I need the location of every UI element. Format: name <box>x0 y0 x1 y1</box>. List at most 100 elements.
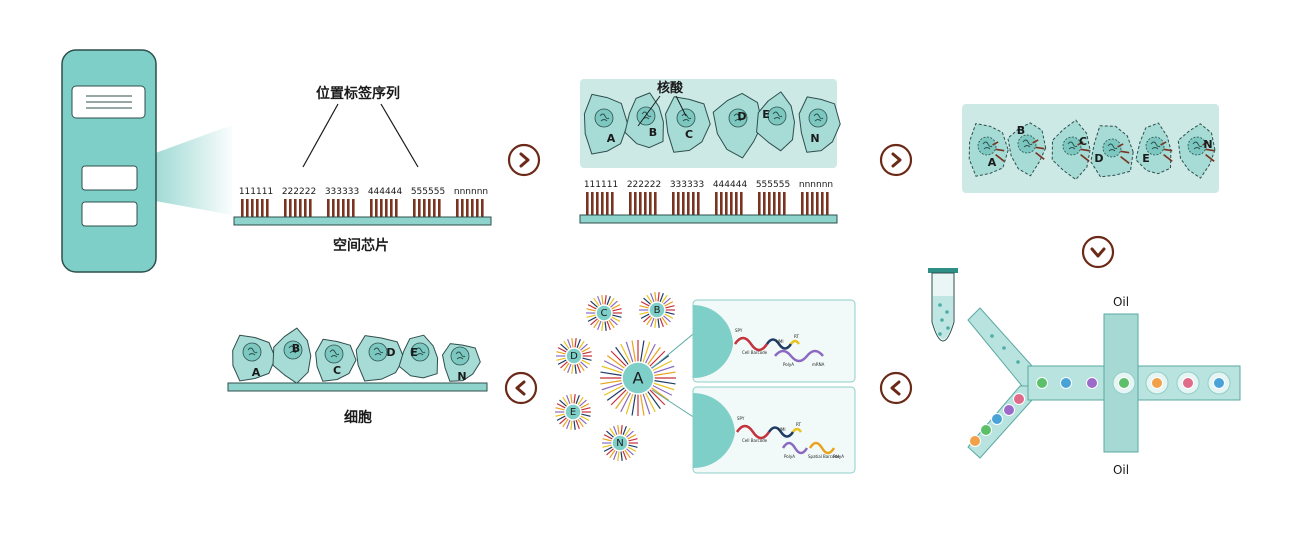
cell-C: C <box>1051 119 1091 180</box>
cell-label: N <box>810 132 819 145</box>
probe-strand <box>763 192 766 215</box>
probe-strand <box>390 199 393 217</box>
probe-strand <box>256 199 259 217</box>
cell-label: C <box>685 128 693 141</box>
probe-strand <box>801 192 804 215</box>
svg-text:SPY: SPY <box>735 328 743 333</box>
cell-D: D <box>1090 125 1134 178</box>
probe-strand <box>251 199 254 217</box>
slide-base <box>227 382 488 392</box>
cell-label: E <box>410 346 418 359</box>
probe-strand <box>611 192 614 215</box>
probe-strand <box>375 199 378 217</box>
cell-E: E <box>1135 122 1173 175</box>
cell-B: B <box>1007 122 1047 177</box>
bead-E: E <box>555 394 591 430</box>
cell-label: B <box>292 342 300 355</box>
probe-strand <box>687 192 690 215</box>
probe-strand <box>826 192 829 215</box>
probe-strand <box>649 192 652 215</box>
probe-strand <box>246 199 249 217</box>
probe-strand <box>773 192 776 215</box>
probe-strand <box>720 192 723 215</box>
probe-strand <box>682 192 685 215</box>
probe-strand <box>433 199 436 217</box>
cell-A: A <box>968 123 1009 177</box>
cell-C: C <box>665 96 711 153</box>
probe-strand <box>601 192 604 215</box>
bead <box>1086 377 1098 389</box>
cell-label: A <box>607 132 616 145</box>
bead <box>1213 377 1225 389</box>
probe-strand <box>654 192 657 215</box>
probe-strand <box>289 199 292 217</box>
probe-strand <box>423 199 426 217</box>
probe-strand <box>241 199 244 217</box>
probe-strand <box>466 199 469 217</box>
probe-strand <box>639 192 642 215</box>
chevron-right-icon[interactable] <box>879 143 913 177</box>
bead-label: D <box>570 351 578 362</box>
probe-strand <box>471 199 474 217</box>
probe-strand <box>352 199 355 217</box>
chevron-left-icon[interactable] <box>879 371 913 405</box>
cell-D: D <box>712 92 763 159</box>
sequencing-device <box>61 49 232 273</box>
cell-B: B <box>272 327 312 384</box>
svg-text:SPY: SPY <box>737 416 745 421</box>
cell-E: E <box>398 334 439 379</box>
probe-strand <box>672 192 675 215</box>
svg-text:UMI: UMI <box>778 427 786 432</box>
probe-array <box>586 192 829 215</box>
probe-strand <box>261 199 264 217</box>
cell-B: B <box>624 92 664 149</box>
probe-strand <box>697 192 700 215</box>
probe-strand <box>634 192 637 215</box>
probe-strand <box>758 192 761 215</box>
bead-zoom-spatial: SPY Cell Barcode UMI RT PolyA Spatial Ba… <box>692 386 856 474</box>
microfluidic-panel: Oil Oil <box>928 268 1241 477</box>
chevron-right-icon[interactable] <box>507 143 541 177</box>
cell-label: B <box>1017 124 1025 137</box>
cell-label: E <box>1142 152 1150 165</box>
svg-text:mRNA: mRNA <box>812 362 825 367</box>
chevron-left-icon[interactable] <box>504 371 538 405</box>
probe-strand <box>821 192 824 215</box>
bead-N: N <box>602 425 638 461</box>
svg-text:PolyA: PolyA <box>783 362 794 367</box>
probe-strand <box>309 199 312 217</box>
bead-D: D <box>556 338 592 374</box>
cell-label: E <box>762 108 770 121</box>
probe-strand <box>418 199 421 217</box>
bead-zoom-mrna: SPY Cell Barcode UMI RT PolyA mRNA <box>692 299 856 383</box>
bead-C: C <box>586 295 622 331</box>
chevron-down-icon[interactable] <box>1081 235 1115 269</box>
probe-strand <box>413 199 416 217</box>
cell-label: C <box>333 364 341 377</box>
cell-label: D <box>386 346 395 359</box>
svg-text:Cell Barcode: Cell Barcode <box>742 350 768 355</box>
probe-strand <box>806 192 809 215</box>
probe-array <box>241 199 484 217</box>
bead <box>1003 404 1015 416</box>
probe-strand <box>266 199 269 217</box>
cell-label: B <box>649 126 657 139</box>
chip-base <box>579 214 838 224</box>
bead-A: A <box>600 340 676 416</box>
probe-strand <box>337 199 340 217</box>
bead <box>1118 377 1130 389</box>
barcode-label: 555555 <box>411 187 445 197</box>
bead <box>1036 377 1048 389</box>
probe-strand <box>586 192 589 215</box>
bead <box>980 424 992 436</box>
cell-N: N <box>798 96 841 153</box>
probe-strand <box>768 192 771 215</box>
probe-strand <box>438 199 441 217</box>
bead-label: C <box>601 308 608 319</box>
svg-text:UMI: UMI <box>776 339 784 344</box>
